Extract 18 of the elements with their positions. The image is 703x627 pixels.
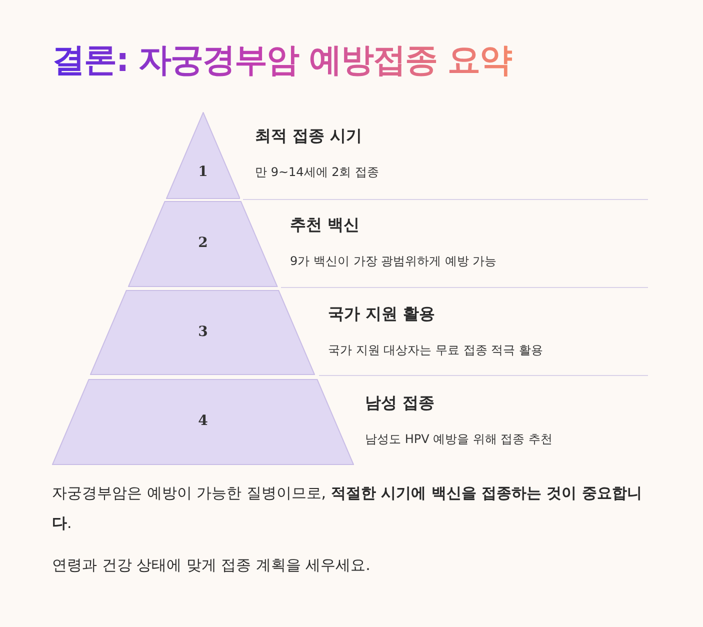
- level-number: 1: [197, 164, 209, 180]
- level-number: 4: [197, 413, 209, 429]
- pyramid-level: [52, 379, 354, 465]
- level-heading: 최적 접종 시기: [255, 126, 362, 147]
- level-heading: 국가 지원 활용: [328, 304, 436, 325]
- pyramid-level: [90, 290, 316, 375]
- pyramid-level: [128, 201, 278, 287]
- level-description: 9가 백신이 가장 광범위하게 예방 가능: [290, 253, 497, 270]
- level-number: 2: [197, 235, 209, 251]
- pyramid-level: [166, 112, 240, 199]
- level-number: 3: [197, 324, 209, 340]
- level-description: 남성도 HPV 예방을 위해 접종 추천: [365, 431, 553, 448]
- summary-paragraph: 연령과 건강 상태에 맞게 접종 계획을 세우세요.: [52, 555, 372, 576]
- level-heading: 남성 접종: [365, 393, 435, 414]
- level-description: 만 9~14세에 2회 접종: [255, 164, 380, 181]
- level-description: 국가 지원 대상자는 무료 접종 적극 활용: [328, 342, 543, 359]
- level-heading: 추천 백신: [290, 215, 360, 236]
- summary-paragraph: 자궁경부암은 예방이 가능한 질병이므로, 적절한 시기에 백신을 접종하는 것이 중요합니다.: [52, 483, 643, 534]
